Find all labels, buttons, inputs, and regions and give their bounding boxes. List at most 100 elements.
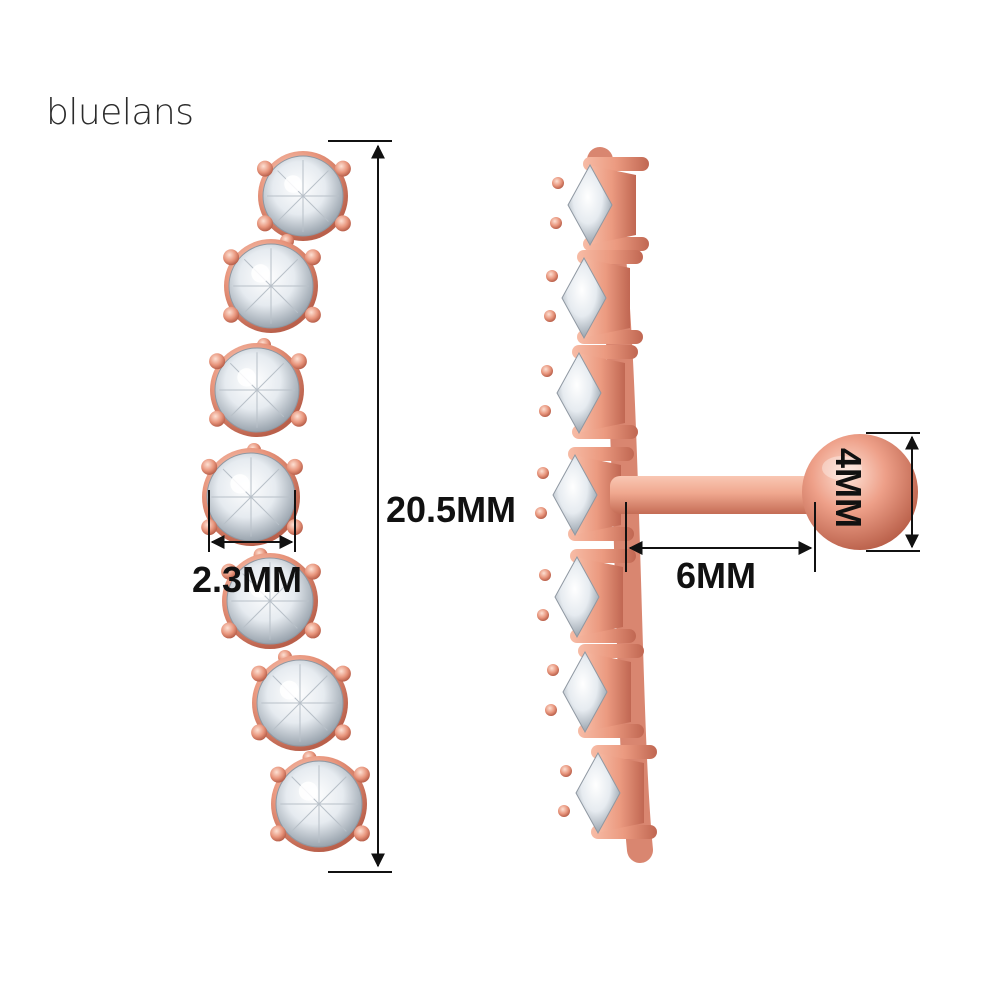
- side-stone-setting: [535, 447, 634, 541]
- stone-facet: [269, 573, 298, 602]
- diamond-stone-profile: [554, 555, 600, 639]
- stone-facet: [318, 803, 347, 832]
- prong-tip: [535, 507, 547, 519]
- front-stone-setting: [257, 151, 351, 241]
- prong-tip: [539, 569, 551, 581]
- stone-facet: [277, 195, 304, 222]
- diamond-stone-profile: [567, 163, 613, 247]
- brand-logo: bluelans: [46, 92, 194, 133]
- prong: [257, 160, 273, 177]
- length-label: 20.5MM: [386, 489, 517, 530]
- stone-facet: [250, 496, 280, 526]
- stone-facet: [302, 195, 329, 222]
- prong-tip: [545, 704, 557, 716]
- prong-tip: [550, 217, 562, 229]
- stone-facet: [291, 803, 320, 832]
- front-stone-setting: [251, 650, 351, 751]
- diamond-stone-profile: [561, 256, 607, 340]
- prong: [223, 249, 240, 266]
- prong: [209, 410, 226, 427]
- prong: [353, 825, 370, 842]
- prong: [270, 825, 287, 842]
- prong-tip: [560, 765, 572, 777]
- ball-diameter-label: 4MM: [828, 448, 869, 528]
- stone-highlight: [298, 781, 318, 801]
- diamond-stone-profile: [552, 453, 598, 537]
- prong: [251, 665, 268, 682]
- stone-facet: [250, 468, 280, 498]
- stone-facet: [256, 362, 285, 391]
- prong: [257, 215, 273, 232]
- dimension-lines: [208, 140, 920, 873]
- stone-facet: [222, 496, 252, 526]
- diamond-stone-profile: [562, 650, 608, 734]
- prong: [209, 353, 226, 370]
- stone-facet: [256, 389, 285, 418]
- prong-tip: [539, 405, 551, 417]
- prong: [270, 766, 287, 783]
- prong-tip: [541, 365, 553, 377]
- prong: [221, 622, 238, 639]
- prong: [334, 665, 351, 682]
- prong: [221, 563, 238, 580]
- stone-facet: [299, 675, 328, 704]
- front-stone-setting: [221, 548, 321, 649]
- side-stone-setting: [539, 345, 638, 439]
- prong-tip: [544, 310, 556, 322]
- stone-facet: [242, 600, 271, 629]
- stone-facet: [302, 170, 329, 197]
- prong: [353, 766, 370, 783]
- stone-highlight: [284, 175, 302, 193]
- front-view-earring: [201, 151, 370, 852]
- stone-highlight: [249, 578, 269, 598]
- prong: [304, 306, 321, 323]
- prong-tip: [558, 805, 570, 817]
- stone-highlight: [251, 264, 270, 283]
- prong: [304, 249, 321, 266]
- side-view-earring: [535, 147, 918, 863]
- side-stone-setting: [537, 549, 636, 643]
- stone-highlight: [230, 474, 250, 494]
- stone-facet: [272, 702, 301, 731]
- prong: [290, 353, 307, 370]
- front-stone-setting: [201, 443, 303, 546]
- stone-facet: [229, 389, 258, 418]
- post-bar: [610, 476, 820, 514]
- side-stone-setting: [544, 250, 643, 344]
- prong: [334, 160, 351, 177]
- stone-facet: [318, 776, 347, 805]
- prong: [290, 410, 307, 427]
- stone-width-label: 2.3MM: [192, 559, 303, 600]
- prong: [334, 724, 351, 741]
- bar-length-label: 6MM: [676, 555, 756, 596]
- side-stone-setting: [558, 745, 657, 839]
- prong: [223, 306, 240, 323]
- stone-facet: [270, 258, 299, 287]
- prong-tip: [537, 609, 549, 621]
- front-stone-setting: [270, 751, 370, 852]
- prong: [201, 458, 218, 475]
- prong-tip: [537, 467, 549, 479]
- side-stone-setting: [550, 157, 649, 251]
- prong: [304, 563, 321, 580]
- front-stone-setting: [209, 338, 307, 437]
- side-stone-setting: [545, 644, 644, 738]
- stone-facet: [270, 285, 299, 314]
- prong: [286, 458, 303, 475]
- end-ball: [802, 434, 918, 550]
- ball-highlight: [822, 456, 862, 480]
- stone-highlight: [279, 680, 299, 700]
- prong-tip: [546, 270, 558, 282]
- stone-highlight: [237, 368, 256, 387]
- prong-tip: [547, 664, 559, 676]
- prong: [304, 622, 321, 639]
- prong: [251, 724, 268, 741]
- prong-tip: [552, 177, 564, 189]
- stone-facet: [299, 702, 328, 731]
- prong: [334, 215, 351, 232]
- diamond-stone-profile: [575, 751, 621, 835]
- stone-facet: [269, 600, 298, 629]
- front-stone-setting: [223, 234, 321, 333]
